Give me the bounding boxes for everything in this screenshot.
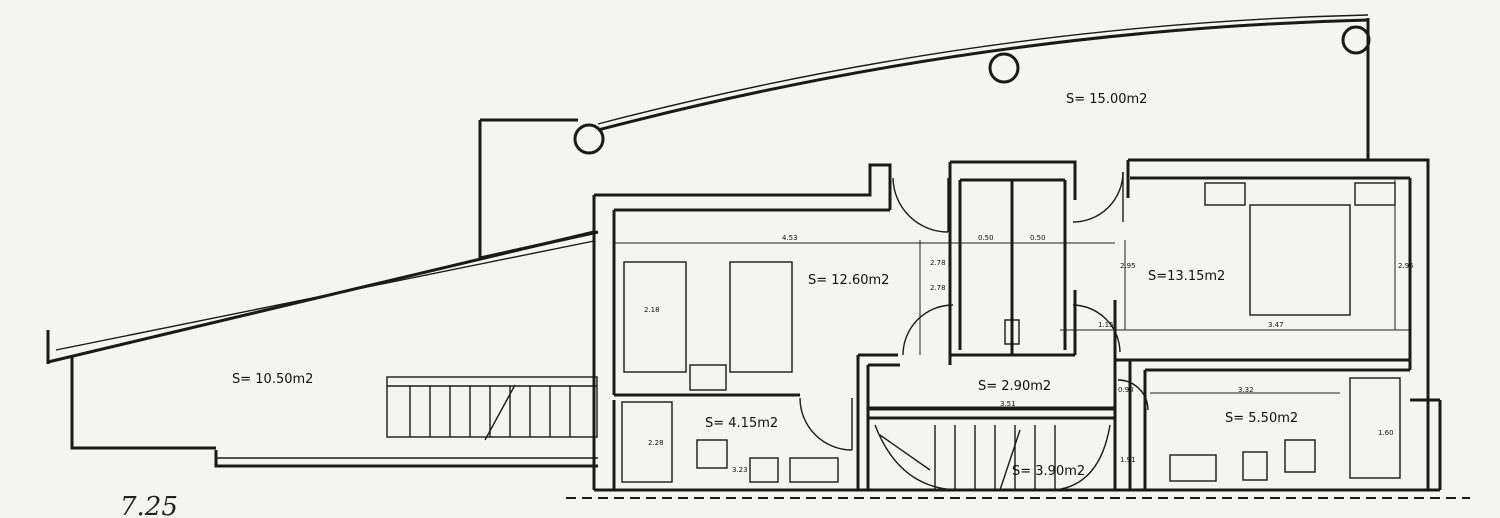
nightstand-3	[1354, 182, 1396, 206]
ramp-outline	[46, 230, 598, 468]
nightstand-2	[1204, 182, 1246, 206]
dim-h-landing: 0.90	[1118, 386, 1134, 394]
bidet-right	[1169, 454, 1217, 482]
door-swings	[799, 171, 1149, 451]
room-bath-left-label: S= 4.15m2	[705, 416, 778, 431]
dim-w-left: 4.53	[782, 234, 798, 242]
building-walls	[592, 158, 1442, 492]
dim-w-bath-right: 3.32	[1238, 386, 1254, 394]
dim-h-left2: 2.78	[930, 284, 946, 292]
dim-w-closet1: 0.50	[978, 234, 994, 242]
bidet-left	[789, 457, 839, 483]
room-ramp-label: S= 10.50m2	[232, 372, 313, 387]
column-circle-3	[1341, 25, 1371, 55]
sink-right	[1242, 451, 1268, 481]
dim-h-bath-left: 2.28	[648, 439, 664, 447]
door-arc-1	[892, 177, 949, 233]
room-bedroom-right-label: S=13.15m2	[1148, 269, 1225, 284]
door-arc-2	[1072, 171, 1124, 223]
column-circle-1	[573, 123, 605, 155]
dim-w-closet2: 0.50	[1030, 234, 1046, 242]
door-arc-5	[799, 397, 853, 451]
bathtub-left	[621, 401, 673, 483]
door-arc-3	[902, 304, 954, 356]
room-landing-label: S= 2.90m2	[978, 379, 1051, 394]
dim-w-right: 3.47	[1268, 321, 1284, 329]
dim-h-right2: 2.95	[1398, 262, 1414, 270]
bed-single-2	[729, 261, 793, 373]
sink-left	[749, 457, 779, 483]
dim-d-small: 1.15	[1098, 321, 1114, 329]
room-terrace-label: S= 15.00m2	[1066, 92, 1147, 107]
room-bath-right-label: S= 5.50m2	[1225, 411, 1298, 426]
furniture	[621, 182, 1401, 483]
room-stairs-label: S= 3.90m2	[1012, 464, 1085, 479]
toilet-left	[696, 439, 728, 469]
handwritten-note: 7.25	[120, 492, 178, 518]
dimension-lines	[614, 180, 1410, 411]
dim-h-left1: 2.78	[930, 259, 946, 267]
room-bedroom-left-label: S= 12.60m2	[808, 273, 889, 288]
door-arc-4	[1072, 304, 1121, 353]
column-circle-2	[988, 52, 1020, 84]
dim-h-bed: 2.18	[644, 306, 660, 314]
stairs-central	[874, 424, 1111, 491]
bed-double	[1249, 204, 1351, 316]
door-arc-6	[1117, 379, 1149, 411]
nightstand-1	[689, 364, 727, 391]
dim-h-bath-right: 1.60	[1378, 429, 1394, 437]
bed-single-1	[623, 261, 687, 373]
bathtub-right	[1349, 377, 1401, 479]
dim-h-right1: 2.95	[1120, 262, 1136, 270]
fixture-closet	[1004, 319, 1020, 345]
dim-h-stairs: 1.91	[1120, 456, 1136, 464]
ramp-stair-treads	[386, 376, 598, 441]
dim-w-bath-left: 3.23	[732, 466, 748, 474]
dim-w-stairs: 3.51	[1000, 400, 1016, 408]
toilet-right	[1284, 439, 1316, 473]
